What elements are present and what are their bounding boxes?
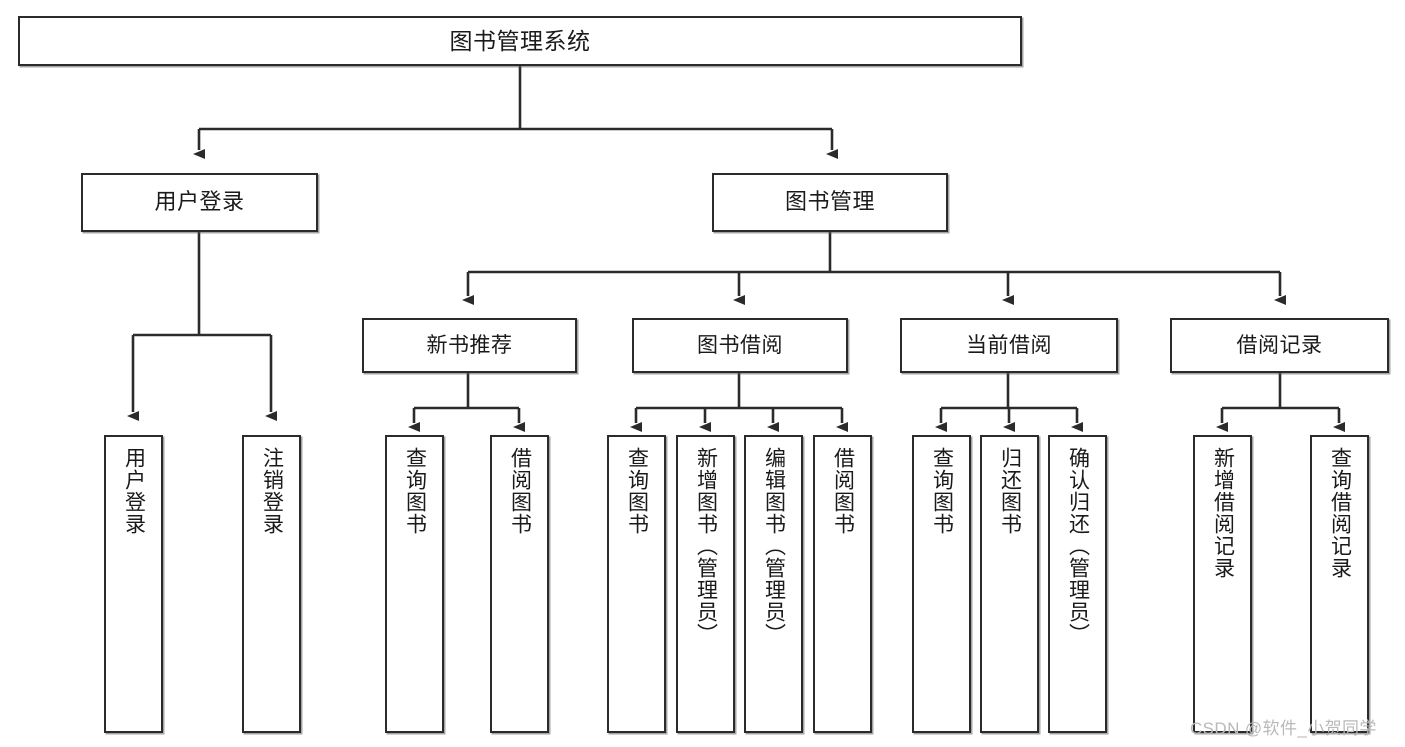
leaf-logout[interactable]: 注销登录 (242, 435, 301, 733)
leaf-bookborrow-borrow-book[interactable]: 借阅图书 (813, 435, 872, 733)
leaf-newbook-query-book[interactable]: 查询图书 (385, 435, 444, 733)
node-book-borrow[interactable]: 图书借阅 (632, 318, 848, 373)
node-label: 图书管理 (784, 189, 875, 215)
node-label: 借阅图书 (508, 447, 532, 535)
leaf-borrowrecord-add-record[interactable]: 新增借阅记录 (1193, 435, 1252, 733)
node-label: 用户登录 (122, 447, 146, 535)
node-label: 查询借阅记录 (1328, 447, 1352, 579)
leaf-currentborrow-confirm-return-admin[interactable]: 确认归还（管理员） (1048, 435, 1107, 733)
leaf-borrowrecord-query-record[interactable]: 查询借阅记录 (1310, 435, 1369, 733)
node-book-management[interactable]: 图书管理 (712, 173, 948, 232)
node-label: 新书推荐 (426, 333, 513, 357)
leaf-bookborrow-edit-book-admin[interactable]: 编辑图书（管理员） (744, 435, 803, 733)
node-label: 编辑图书（管理员） (762, 447, 786, 645)
node-label: 图书借阅 (697, 333, 783, 357)
node-user-login[interactable]: 用户登录 (81, 173, 318, 232)
node-root-system[interactable]: 图书管理系统 (18, 16, 1022, 66)
node-label: 查询图书 (930, 447, 954, 535)
node-label: 归还图书 (998, 447, 1022, 535)
node-new-book-recommend[interactable]: 新书推荐 (362, 318, 577, 373)
node-label: 借阅记录 (1236, 333, 1323, 357)
leaf-user-login[interactable]: 用户登录 (104, 435, 163, 733)
node-label: 用户登录 (154, 189, 245, 215)
node-label: 借阅图书 (831, 447, 855, 535)
node-label: 新增图书（管理员） (694, 447, 718, 645)
node-borrow-record[interactable]: 借阅记录 (1170, 318, 1389, 373)
node-label: 查询图书 (625, 447, 649, 535)
leaf-bookborrow-add-book-admin[interactable]: 新增图书（管理员） (676, 435, 735, 733)
leaf-bookborrow-query-book[interactable]: 查询图书 (607, 435, 666, 733)
leaf-newbook-borrow-book[interactable]: 借阅图书 (490, 435, 549, 733)
node-current-borrow[interactable]: 当前借阅 (900, 318, 1118, 373)
node-label: 当前借阅 (966, 333, 1052, 357)
node-label: 确认归还（管理员） (1066, 447, 1090, 645)
leaf-currentborrow-query-book[interactable]: 查询图书 (912, 435, 971, 733)
watermark: CSDN @软件_小贺同学 (1190, 719, 1377, 738)
leaf-currentborrow-return-book[interactable]: 归还图书 (980, 435, 1039, 733)
node-label: 图书管理系统 (449, 27, 591, 54)
node-label: 查询图书 (403, 447, 427, 535)
node-label: 新增借阅记录 (1211, 447, 1235, 579)
node-label: 注销登录 (260, 447, 284, 535)
